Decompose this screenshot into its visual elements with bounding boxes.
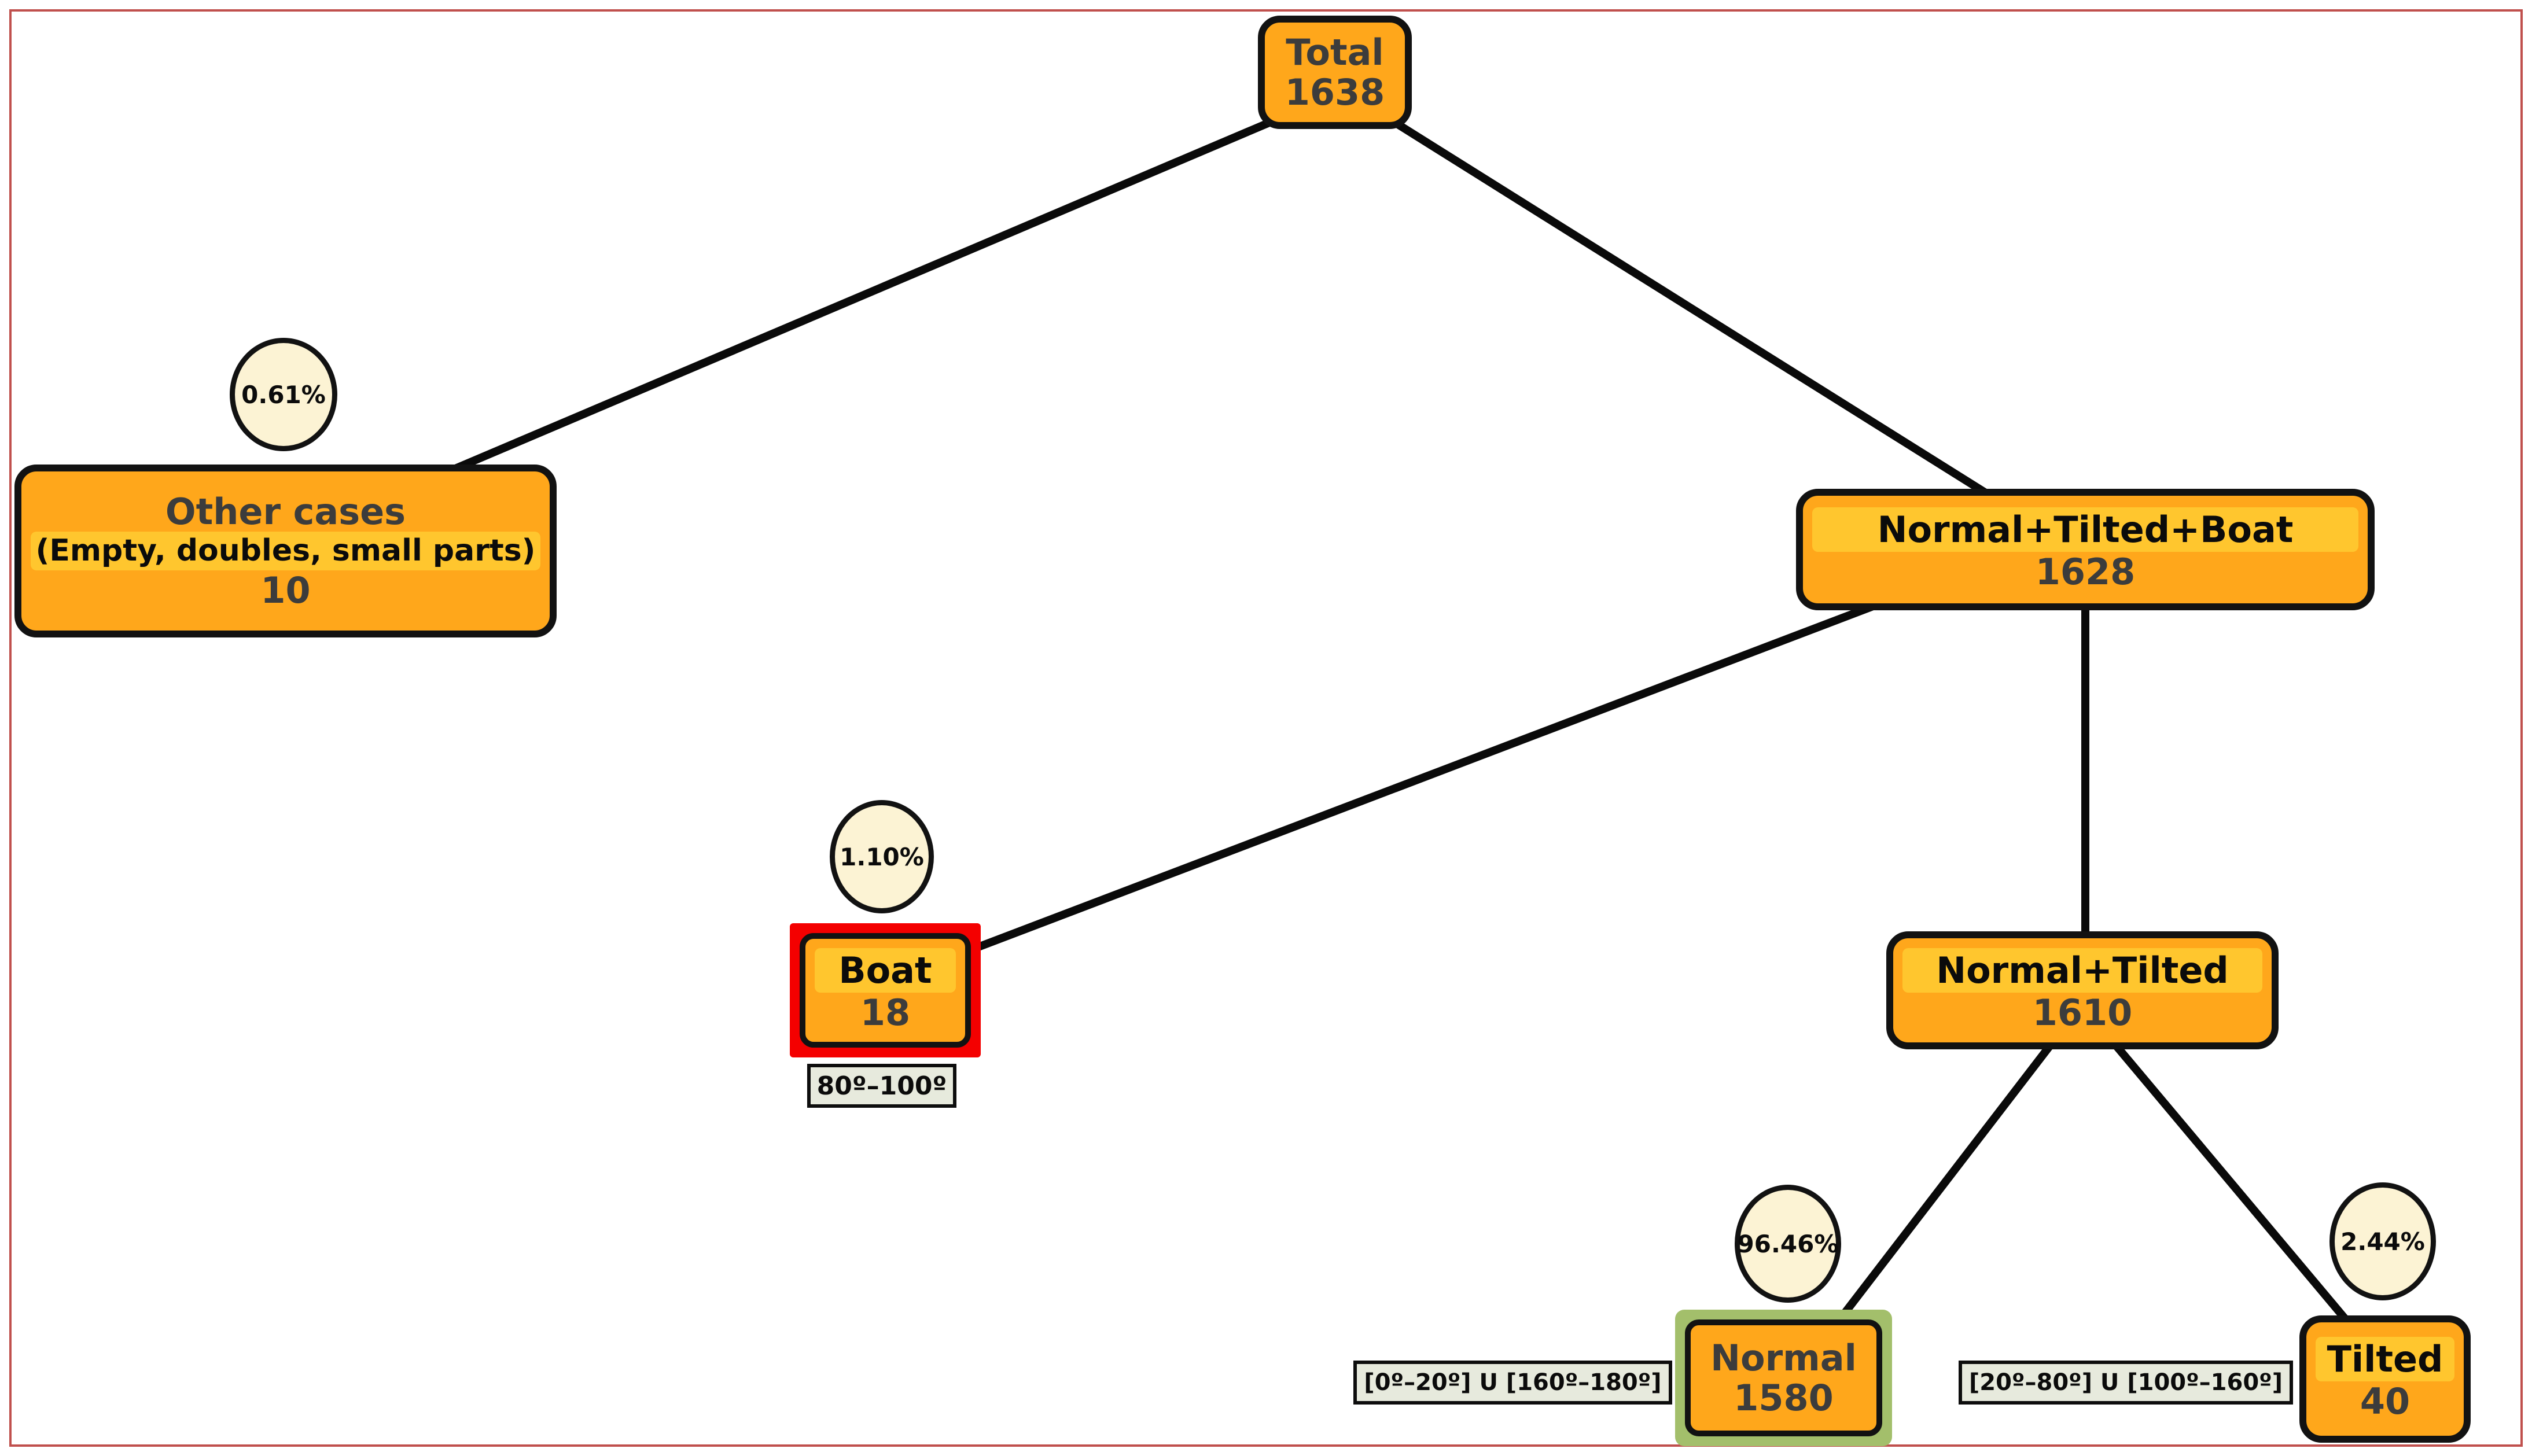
normal-highlight-frame: Normal 1580 [1675,1310,1892,1446]
node-total-count: 1638 [1285,71,1385,113]
percent-bubble-other-cases-value: 0.61% [241,380,326,409]
edge-normal_tilted-to-tilted [2111,1040,2359,1335]
edge-normal_tilted-to-normal [1827,1040,2055,1335]
percent-bubble-other-cases: 0.61% [230,338,337,451]
node-normal-tilted: Normal+Tilted 1610 [1886,931,2279,1049]
node-boat-title: Boat [815,948,956,993]
node-tilted: Tilted 40 [2299,1315,2471,1443]
angle-range-label-tilted: [20º–80º] U [100º–160º] [1959,1361,2293,1405]
node-other-cases-count: 10 [260,569,311,611]
node-boat-count: 18 [860,991,911,1034]
angle-range-label-tilted-text: [20º–80º] U [100º–160º] [1968,1369,2283,1396]
node-tilted-count: 40 [2360,1380,2410,1422]
node-boat: Boat 18 [800,933,971,1048]
node-total-title: Total [1286,31,1384,73]
node-normal-tilted-boat-count: 1628 [2035,551,2136,593]
node-normal-count: 1580 [1734,1377,1834,1419]
angle-range-label-boat-text: 80º–100º [816,1071,947,1101]
edge-total-to-normal_tilted_boat [1385,115,2089,559]
node-other-cases-subtitle: (Empty, doubles, small parts) [31,532,540,570]
node-other-cases-title: Other cases [165,490,406,533]
percent-bubble-tilted-value: 2.44% [2340,1227,2425,1256]
boat-highlight-frame: Boat 18 [790,923,981,1057]
percent-bubble-normal: 96.46% [1735,1185,1841,1303]
percent-bubble-boat-value: 1.10% [840,842,924,871]
angle-range-label-normal: [0º–20º] U [160º–180º] [1353,1361,1672,1405]
node-normal-tilted-title: Normal+Tilted [1902,948,2262,993]
node-normal-title: Normal [1710,1336,1857,1379]
node-normal-tilted-count: 1610 [2032,991,2133,1034]
node-normal-tilted-boat: Normal+Tilted+Boat 1628 [1796,489,2375,610]
node-normal: Normal 1580 [1685,1319,1882,1436]
edge-total-to-other_cases [424,115,1283,484]
angle-range-label-normal-text: [0º–20º] U [160º–180º] [1364,1369,1662,1396]
node-total: Total 1638 [1258,16,1412,129]
node-tilted-title: Tilted [2316,1336,2454,1381]
node-normal-tilted-boat-title: Normal+Tilted+Boat [1812,507,2358,552]
edge-normal_tilted_boat-to-boat [962,600,1882,956]
percent-bubble-normal-value: 96.46% [1737,1229,1839,1258]
percent-bubble-tilted: 2.44% [2329,1182,2436,1300]
percent-bubble-boat: 1.10% [830,800,934,913]
angle-range-label-boat: 80º–100º [807,1064,956,1108]
node-other-cases: Other cases (Empty, doubles, small parts… [14,465,557,637]
